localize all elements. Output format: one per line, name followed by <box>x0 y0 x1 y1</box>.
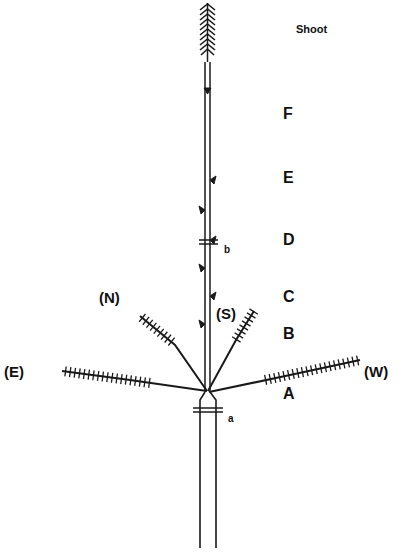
stem-line <box>209 62 211 392</box>
bud-marks <box>199 176 216 328</box>
section-mark <box>199 243 218 245</box>
needles <box>62 311 360 383</box>
trunk-line <box>210 392 216 548</box>
section-label: (W) <box>364 364 388 379</box>
section-label: F <box>283 106 293 122</box>
section-label: a <box>228 414 234 424</box>
section-mark <box>193 411 223 413</box>
section-label: (N) <box>99 290 120 305</box>
section-label: b <box>224 245 230 255</box>
branch-east <box>62 371 207 391</box>
shoot-axis <box>207 3 209 62</box>
shoot-needles <box>200 4 215 55</box>
section-label: (S) <box>216 306 236 321</box>
trunk-line <box>200 392 205 548</box>
stem-line <box>204 62 206 392</box>
section-label: B <box>283 326 295 342</box>
section-mark <box>193 407 223 409</box>
section-label: A <box>283 386 295 402</box>
section-label: E <box>283 170 294 186</box>
section-label: (E) <box>4 364 24 379</box>
section-mark <box>199 239 218 241</box>
branch-south <box>208 311 254 391</box>
section-label: Shoot <box>296 24 327 35</box>
section-label: C <box>283 289 295 305</box>
section-label: D <box>283 232 295 248</box>
